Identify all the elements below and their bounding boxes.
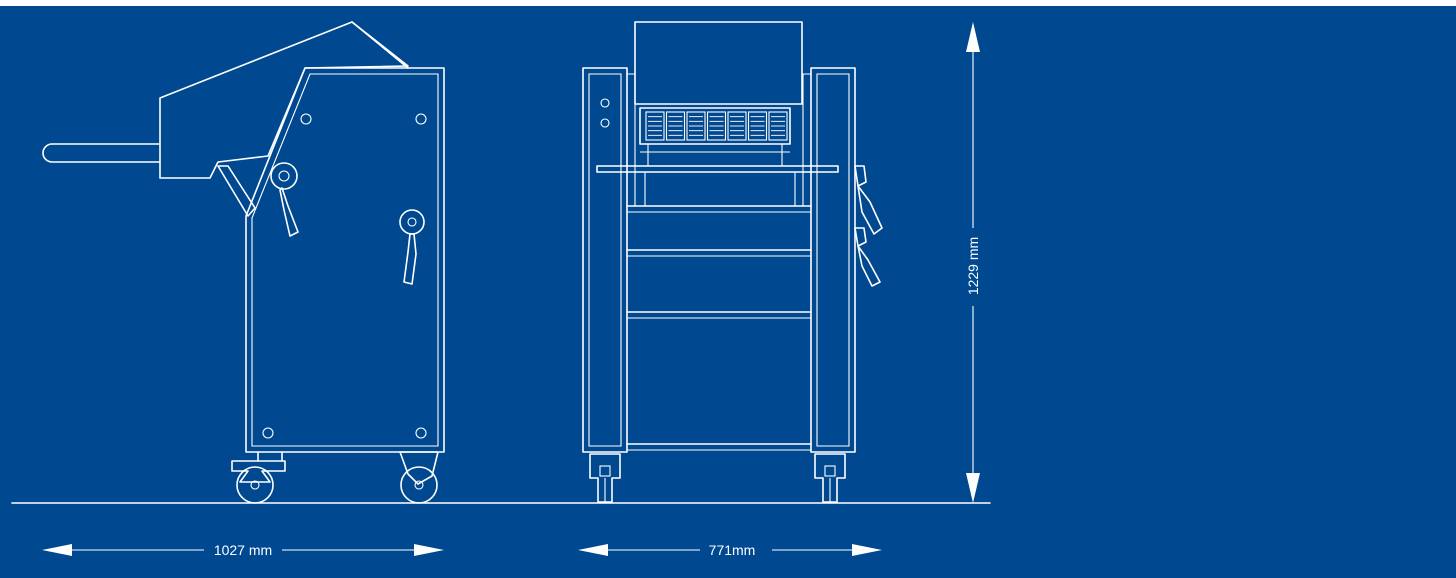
side-cabinet-outer — [245, 67, 445, 453]
depth-dimension: 1027 mm — [42, 542, 444, 558]
front-left-caster — [589, 453, 621, 503]
depth-arrow-left — [42, 544, 72, 556]
left-column — [582, 67, 628, 453]
width-arrow-left — [578, 544, 608, 556]
front-right-caster — [814, 453, 846, 503]
front-hopper — [634, 21, 803, 105]
right-column — [810, 67, 856, 453]
height-dimension: 1229 mm — [965, 22, 981, 503]
lower-adjustment-lever — [399, 209, 425, 285]
hopper-lid-edge — [351, 21, 409, 69]
screw — [262, 427, 274, 439]
work-shelf — [596, 165, 839, 173]
support-strut — [217, 165, 256, 217]
cutter-blade — [686, 111, 706, 141]
width-dimension: 771mm — [578, 542, 882, 558]
depth-arrow-right — [414, 544, 444, 556]
height-label: 1229 mm — [965, 237, 981, 295]
drawing-background — [0, 6, 1456, 578]
screw — [415, 113, 427, 125]
depth-label: 1027 mm — [214, 542, 272, 558]
technical-drawing: 1229 mm 1027 mm 771mm — [0, 6, 1456, 578]
lower-frame — [626, 205, 812, 451]
cutter-blade — [665, 111, 686, 141]
upper-adjustment-lever — [270, 162, 299, 237]
width-label: 771mm — [709, 542, 756, 558]
screw — [415, 427, 427, 439]
screw — [300, 113, 312, 125]
indicator-light — [600, 118, 610, 128]
width-arrow-right — [852, 544, 882, 556]
front-side-levers — [854, 165, 883, 287]
indicator-light — [600, 98, 610, 108]
front-view — [582, 21, 883, 503]
cutter-blade — [768, 111, 788, 141]
cutter-blade — [727, 111, 747, 141]
technical-drawing-panel: 1229 mm 1027 mm 771mm — [0, 6, 1456, 578]
height-arrow-bottom — [966, 473, 980, 503]
cutter-block — [639, 107, 791, 166]
cutter-blade — [706, 111, 727, 141]
height-arrow-top — [966, 22, 980, 52]
cutter-blade — [645, 111, 665, 141]
side-cabinet-inner — [251, 73, 439, 447]
cutter-blade — [747, 111, 768, 141]
handle-bar — [42, 143, 161, 163]
